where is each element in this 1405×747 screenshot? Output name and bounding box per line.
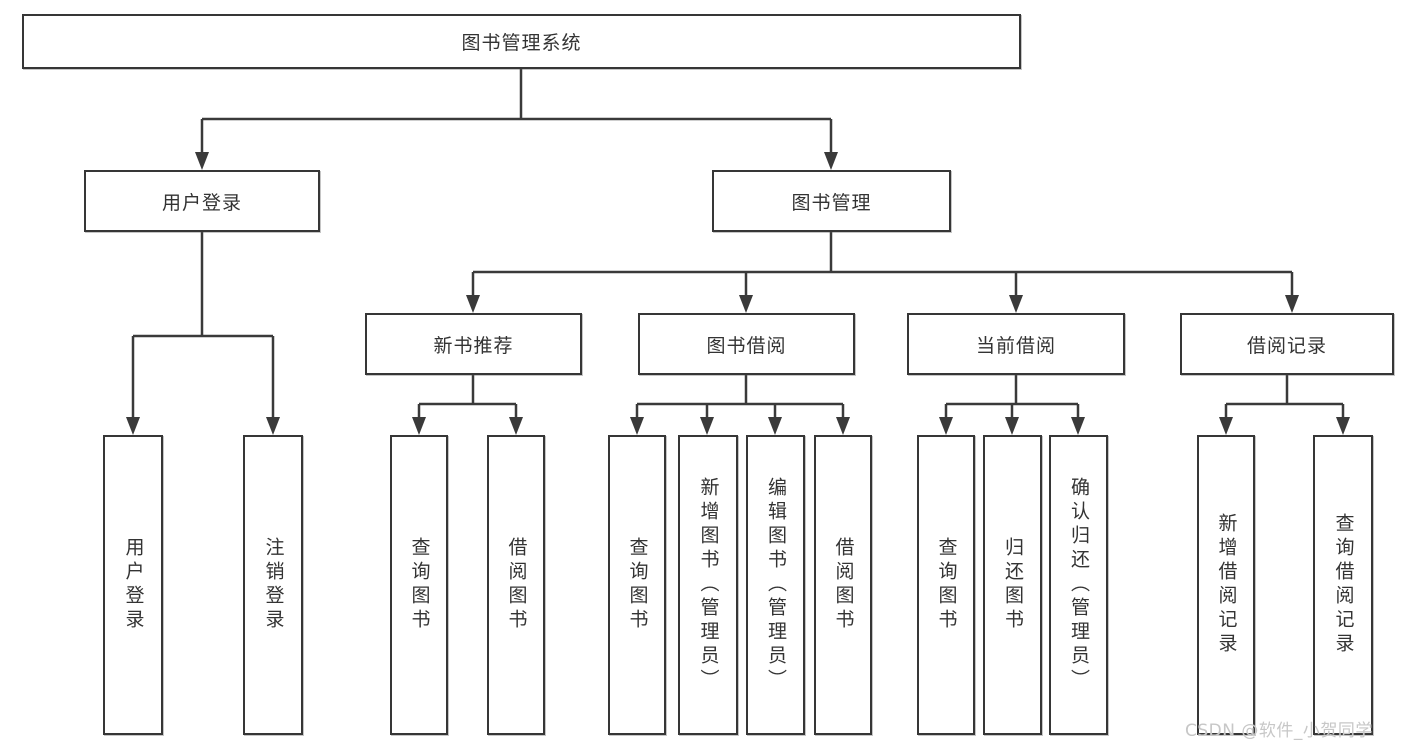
node-current-borrowing: 当前借阅: [907, 313, 1125, 375]
leaf-add-books-admin: 新增图书（管理员）: [678, 435, 738, 735]
leaf-query-borrow-record-label: 查询借阅记录: [1332, 513, 1355, 657]
leaf-edit-books-admin: 编辑图书（管理员）: [746, 435, 805, 735]
node-user-login: 用户登录: [84, 170, 320, 232]
leaf-borrow-books-2-label: 借阅图书: [832, 537, 855, 633]
leaf-user-login: 用户登录: [103, 435, 163, 735]
leaf-borrow-books-1-label: 借阅图书: [505, 537, 528, 633]
leaf-return-books: 归还图书: [983, 435, 1042, 735]
leaf-borrow-books-2: 借阅图书: [814, 435, 872, 735]
node-book-borrowing: 图书借阅: [638, 313, 855, 375]
node-current-borrowing-label: 当前借阅: [975, 334, 1056, 357]
leaf-query-books-2: 查询图书: [608, 435, 666, 735]
node-book-management: 图书管理: [712, 170, 951, 232]
node-new-book-recommend: 新书推荐: [365, 313, 582, 375]
node-new-book-recommend-label: 新书推荐: [433, 334, 514, 357]
leaf-query-books-3: 查询图书: [917, 435, 975, 735]
node-user-login-label: 用户登录: [161, 191, 242, 214]
leaf-query-books-2-label: 查询图书: [626, 537, 649, 633]
leaf-logout-label: 注销登录: [262, 537, 285, 633]
leaf-add-books-admin-label: 新增图书（管理员）: [697, 477, 720, 693]
node-root: 图书管理系统: [22, 14, 1021, 69]
leaf-confirm-return-admin-label: 确认归还（管理员）: [1068, 477, 1090, 693]
leaf-query-books-1: 查询图书: [390, 435, 448, 735]
node-borrow-records: 借阅记录: [1180, 313, 1394, 375]
leaf-borrow-books-1: 借阅图书: [487, 435, 545, 735]
node-book-borrowing-label: 图书借阅: [706, 334, 787, 357]
node-book-management-label: 图书管理: [791, 191, 872, 214]
leaf-confirm-return-admin: 确认归还（管理员）: [1049, 435, 1108, 735]
csdn-watermark: CSDN @软件_小贺同学: [1185, 721, 1373, 741]
node-borrow-records-label: 借阅记录: [1246, 334, 1327, 357]
leaf-query-books-3-label: 查询图书: [935, 537, 958, 633]
leaf-add-borrow-record: 新增借阅记录: [1197, 435, 1255, 735]
leaf-add-borrow-record-label: 新增借阅记录: [1215, 513, 1238, 657]
leaf-logout: 注销登录: [243, 435, 303, 735]
leaf-user-login-label: 用户登录: [122, 537, 145, 633]
leaf-edit-books-admin-label: 编辑图书（管理员）: [765, 477, 787, 693]
leaf-query-borrow-record: 查询借阅记录: [1313, 435, 1373, 735]
leaf-return-books-label: 归还图书: [1002, 537, 1024, 633]
arrowhead-icons: [126, 152, 1350, 435]
leaf-query-books-1-label: 查询图书: [408, 537, 431, 633]
node-root-label: 图书管理系统: [461, 32, 582, 54]
